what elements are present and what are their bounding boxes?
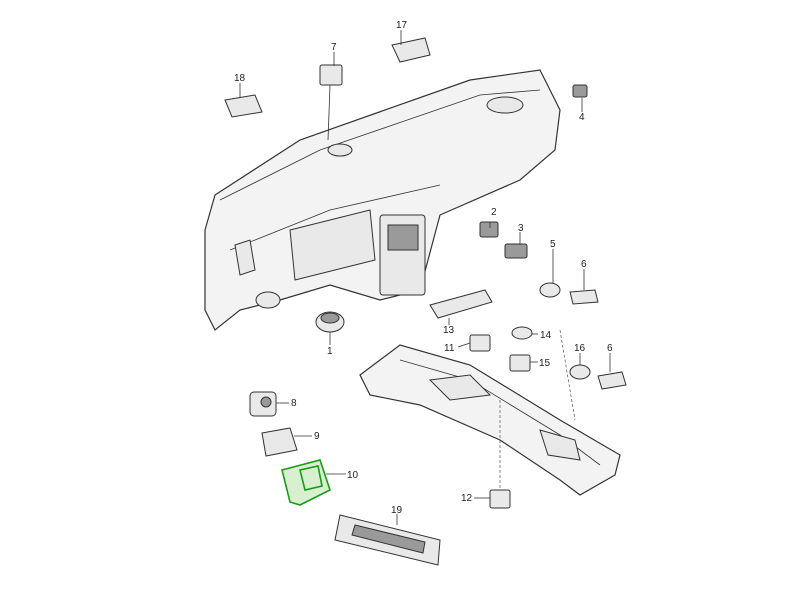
part-16[interactable] (569, 364, 591, 380)
callout-13: 13 (443, 325, 455, 336)
part-17[interactable] (391, 37, 431, 63)
part-6b[interactable] (597, 371, 627, 390)
callout-7: 7 (331, 42, 337, 53)
part-7[interactable] (319, 64, 343, 86)
part-11[interactable] (469, 334, 491, 352)
callout-9: 9 (314, 431, 320, 442)
callout-5: 5 (550, 239, 556, 250)
part-15[interactable] (509, 354, 531, 372)
callout-17: 17 (396, 20, 408, 31)
leader-lines (239, 30, 611, 525)
part-18[interactable] (224, 94, 263, 118)
part-2[interactable] (479, 221, 499, 238)
callout-16: 16 (574, 343, 586, 354)
part-13[interactable] (429, 289, 493, 319)
part-9[interactable] (261, 427, 298, 457)
callout-labels: 17 7 18 4 2 3 5 6 13 14 11 15 1 16 6 8 9… (234, 20, 613, 516)
callout-3: 3 (518, 223, 524, 234)
part-19[interactable] (334, 514, 441, 566)
callout-4: 4 (579, 112, 585, 123)
callout-11: 11 (444, 343, 455, 354)
callout-15: 15 (539, 358, 551, 369)
dashboard-panel[interactable] (204, 69, 561, 331)
part-4[interactable] (572, 84, 588, 98)
callout-10: 10 (347, 470, 359, 481)
part-6[interactable] (569, 289, 599, 305)
callout-12: 12 (461, 493, 473, 504)
callout-14: 14 (540, 330, 552, 341)
part-14[interactable] (511, 326, 533, 340)
part-3[interactable] (504, 243, 528, 259)
callout-2: 2 (491, 207, 497, 218)
part-5[interactable] (539, 282, 561, 298)
callout-6: 6 (581, 259, 587, 270)
center-console[interactable] (359, 329, 621, 496)
callout-19: 19 (391, 505, 403, 516)
callout-6b: 6 (607, 343, 613, 354)
callout-8: 8 (291, 398, 297, 409)
part-1[interactable] (315, 311, 345, 333)
part-8[interactable] (249, 391, 277, 417)
part-12[interactable] (489, 489, 511, 509)
callout-18: 18 (234, 73, 246, 84)
callout-1: 1 (327, 346, 333, 357)
part-10-highlighted[interactable] (281, 459, 331, 506)
